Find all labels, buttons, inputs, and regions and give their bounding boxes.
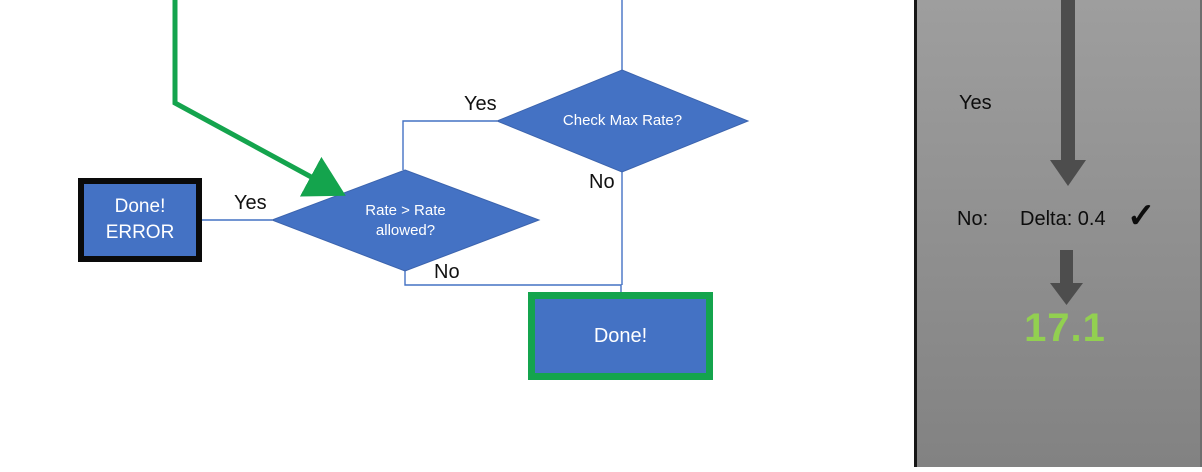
rateallowed-yes-label: Yes — [234, 192, 267, 214]
panel-graphics — [1050, 0, 1086, 305]
done-error-label: Done! ERROR — [105, 196, 175, 243]
checkmax-yes-label: Yes — [464, 93, 497, 115]
connector-checkmax-yes — [402, 120, 497, 170]
decision-rate-allowed-label: Rate > Rate allowed? — [365, 202, 446, 239]
side-panel: Yes No: Delta: 0.4 ✓ 17.1 — [914, 0, 1202, 467]
flowchart-graphics — [172, 0, 750, 292]
checkmax-no-label: No — [589, 171, 615, 193]
result-value: 17.1 — [1024, 306, 1106, 350]
panel-yes-label: Yes — [959, 92, 992, 114]
down-arrow-icon — [1050, 0, 1086, 186]
panel-no-label: No: — [957, 208, 989, 230]
rateallowed-no-label: No — [434, 261, 460, 283]
connector-rateallowed-no — [404, 271, 622, 292]
done-label: Done! — [593, 324, 648, 347]
panel-delta-value: Delta: 0.4 — [1020, 208, 1106, 230]
checkmark-icon: ✓ — [1127, 197, 1156, 235]
done-error-box: Done! ERROR — [78, 178, 202, 262]
decision-check-max-rate-label: Check Max Rate? — [562, 112, 683, 129]
down-arrow-icon — [1050, 250, 1083, 305]
done-box: Done! — [528, 292, 713, 380]
green-flow-arrow — [172, 0, 346, 197]
decision-check-max-rate-shape — [495, 69, 750, 173]
